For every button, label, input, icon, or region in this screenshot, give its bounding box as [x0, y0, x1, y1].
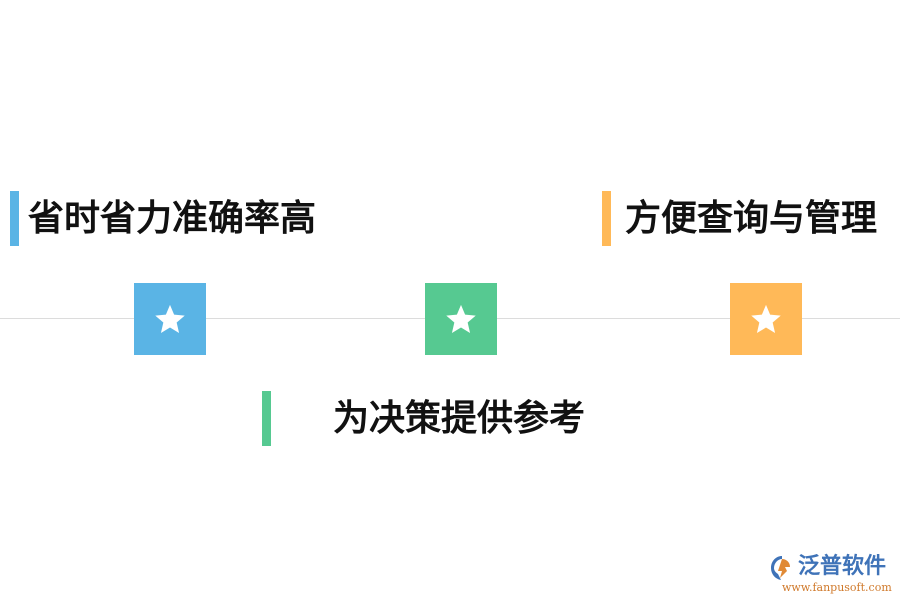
accent-bar-query-management	[602, 191, 611, 246]
logo-url: www.fanpusoft.com	[782, 581, 892, 594]
star-box-orange	[730, 283, 802, 355]
feature-text-efficiency: 省时省力准确率高	[28, 198, 317, 239]
star-box-blue	[134, 283, 206, 355]
feature-text-query-management: 方便查询与管理	[625, 198, 878, 239]
feature-text-decision: 为决策提供参考	[333, 398, 586, 439]
star-icon	[751, 304, 781, 334]
accent-bar-decision	[262, 391, 271, 446]
star-box-green	[425, 283, 497, 355]
accent-bar-efficiency	[10, 191, 19, 246]
logo-name: 泛普软件	[798, 554, 887, 579]
brand-logo: 泛普软件 www.fanpusoft.com	[768, 552, 894, 596]
logo-mark-icon	[771, 556, 790, 580]
star-icon	[155, 304, 185, 334]
star-icon	[446, 304, 476, 334]
